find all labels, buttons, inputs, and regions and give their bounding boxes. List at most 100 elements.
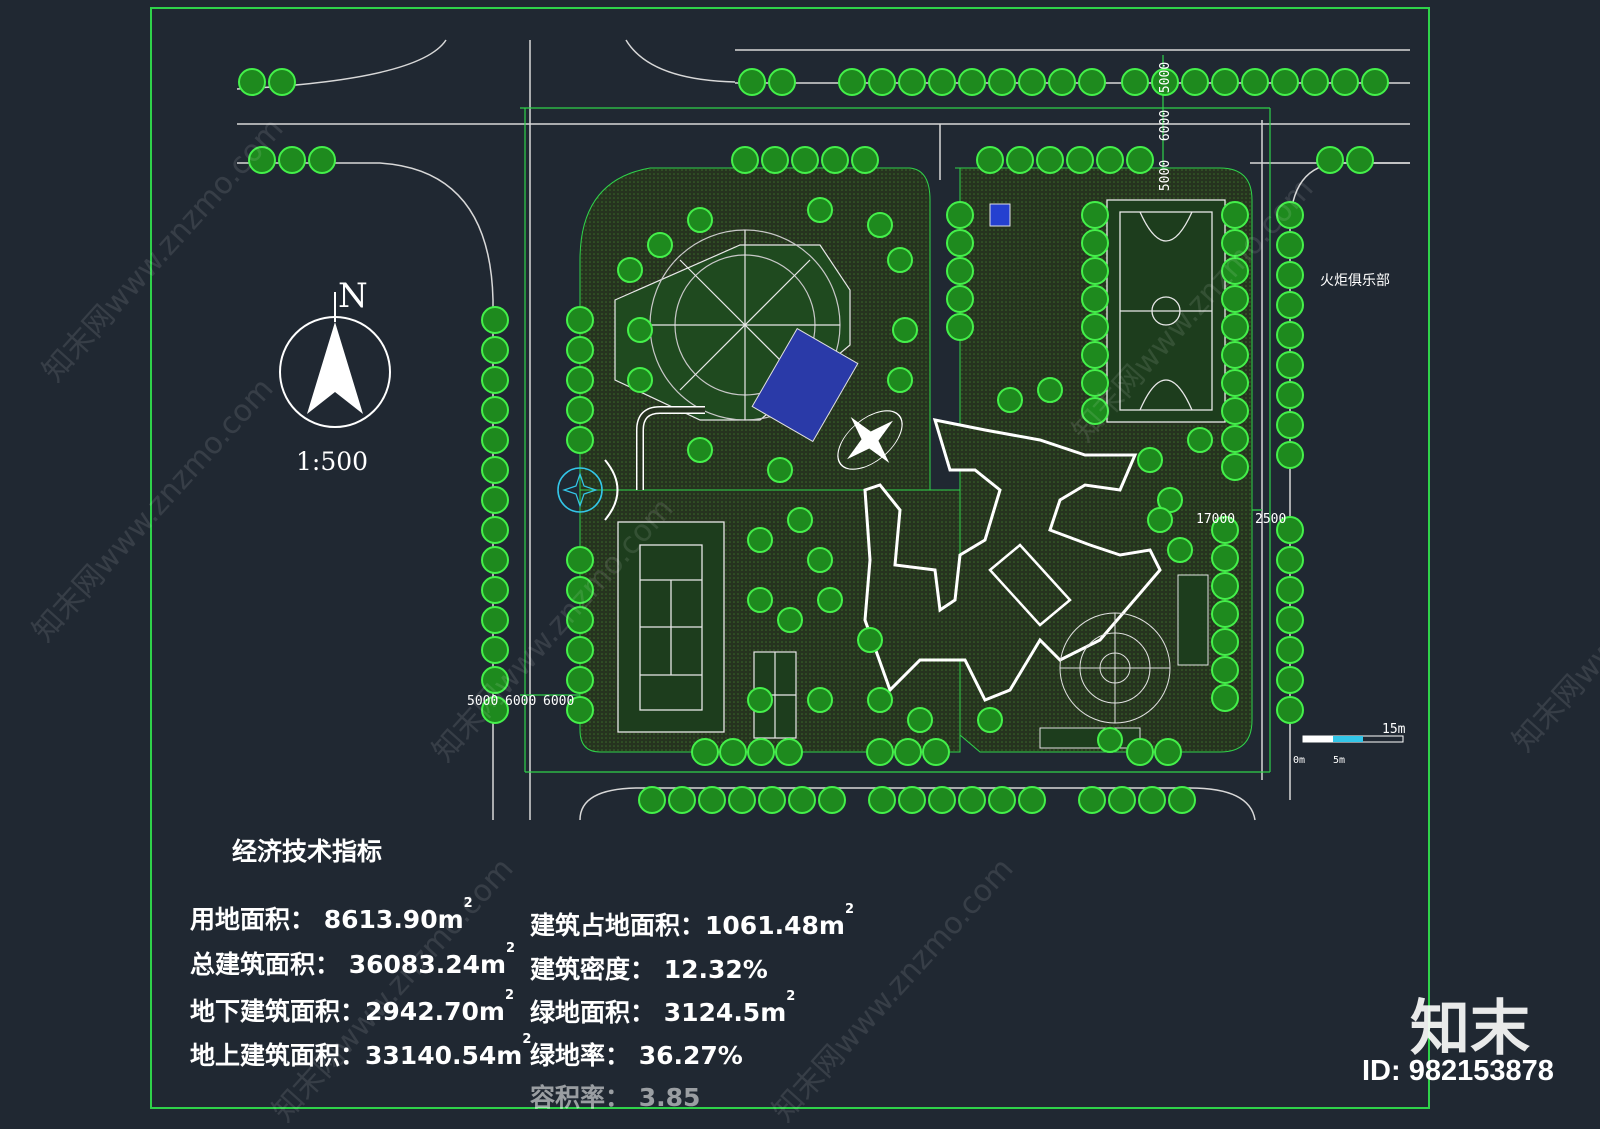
dim-label: 17000 (1196, 512, 1236, 527)
scale-tick-5: 5m (1333, 755, 1346, 766)
tree-symbol (1221, 369, 1249, 397)
tree-symbol (566, 666, 594, 694)
tree-symbol (566, 366, 594, 394)
tree-symbol (1221, 453, 1249, 481)
tree-symbol (894, 738, 922, 766)
tree-symbol (767, 457, 793, 483)
tree-symbol (1081, 257, 1109, 285)
tree-symbol (1316, 146, 1344, 174)
tree-symbol (928, 68, 956, 96)
tree-symbol (1151, 68, 1179, 96)
tree-symbol (481, 396, 509, 424)
tree-symbol (566, 696, 594, 724)
tree-symbol (928, 786, 956, 814)
tree-symbol (1221, 397, 1249, 425)
tree-symbol (1187, 427, 1213, 453)
tree-symbol (1276, 261, 1304, 289)
tree-symbol (958, 68, 986, 96)
tree-symbol (1168, 786, 1196, 814)
dim-label: 5000 (1158, 61, 1174, 94)
tree-symbol (481, 366, 509, 394)
watermark-id: ID: 982153878 (1362, 1055, 1554, 1087)
tree-symbol (268, 68, 296, 96)
tree-symbol (481, 546, 509, 574)
tree-symbol (1221, 257, 1249, 285)
tree-symbol (791, 146, 819, 174)
tree-symbol (946, 285, 974, 313)
tree-symbol (1137, 447, 1163, 473)
tree-symbol (997, 387, 1023, 413)
tree-symbol (308, 146, 336, 174)
tree-symbol (481, 336, 509, 364)
tree-symbol (868, 786, 896, 814)
tree-symbol (1006, 146, 1034, 174)
tree-symbol (946, 257, 974, 285)
tree-symbol (868, 68, 896, 96)
tree-symbol (1301, 68, 1329, 96)
tree-symbol (977, 707, 1003, 733)
tree-symbol (1241, 68, 1269, 96)
tree-symbol (719, 738, 747, 766)
tree-symbol (922, 738, 950, 766)
road-left-curve (237, 162, 494, 820)
tree-symbol (566, 336, 594, 364)
tree-symbol (1346, 146, 1374, 174)
tree-symbol (1276, 696, 1304, 724)
tree-symbol (481, 606, 509, 634)
tree-symbol (1211, 600, 1239, 628)
tennis-court (617, 521, 725, 733)
road-top-mid-curve (625, 39, 736, 83)
tree-symbol (1066, 146, 1094, 174)
tree-symbol (566, 576, 594, 604)
tree-symbol (817, 587, 843, 613)
tree-symbol (946, 201, 974, 229)
tree-symbol (1211, 684, 1239, 712)
tree-symbol (1221, 229, 1249, 257)
tree-symbol (777, 607, 803, 633)
tree-symbol (1221, 313, 1249, 341)
tree-symbol (898, 786, 926, 814)
tree-symbol (768, 68, 796, 96)
tree-symbols (238, 68, 1389, 814)
tree-symbol (747, 687, 773, 713)
tree-symbol (1276, 381, 1304, 409)
tree-symbol (1121, 68, 1149, 96)
tree-symbol (687, 207, 713, 233)
tree-symbol (1211, 68, 1239, 96)
tree-symbol (627, 317, 653, 343)
scale-label: 1:500 (296, 447, 369, 476)
tree-symbol (1036, 146, 1064, 174)
tree-symbol (788, 786, 816, 814)
tree-symbol (1097, 727, 1123, 753)
tree-symbol (481, 426, 509, 454)
tree-symbol (818, 786, 846, 814)
tree-symbol (638, 786, 666, 814)
tree-symbol (1276, 606, 1304, 634)
drawing-frame (150, 7, 1430, 1109)
tree-symbol (627, 367, 653, 393)
tree-symbol (647, 232, 673, 258)
tree-symbol (1078, 68, 1106, 96)
tree-symbol (738, 68, 766, 96)
tree-symbol (807, 197, 833, 223)
dim-label: 5000 (467, 694, 499, 709)
tree-symbol (1211, 628, 1239, 656)
tree-symbol (1276, 231, 1304, 259)
tree-symbol (747, 527, 773, 553)
tree-symbol (1048, 68, 1076, 96)
tree-symbol (1147, 507, 1173, 533)
tree-symbol (1096, 146, 1124, 174)
building-wing (988, 543, 1072, 627)
tree-symbol (566, 546, 594, 574)
tree-symbol (1037, 377, 1063, 403)
tree-symbol (988, 786, 1016, 814)
tree-symbol (481, 636, 509, 664)
tree-symbol (1276, 546, 1304, 574)
site-compass-rose (837, 410, 903, 470)
tree-symbol (988, 68, 1016, 96)
tree-symbol (775, 738, 803, 766)
tree-symbol (1167, 537, 1193, 563)
tree-symbol (481, 576, 509, 604)
